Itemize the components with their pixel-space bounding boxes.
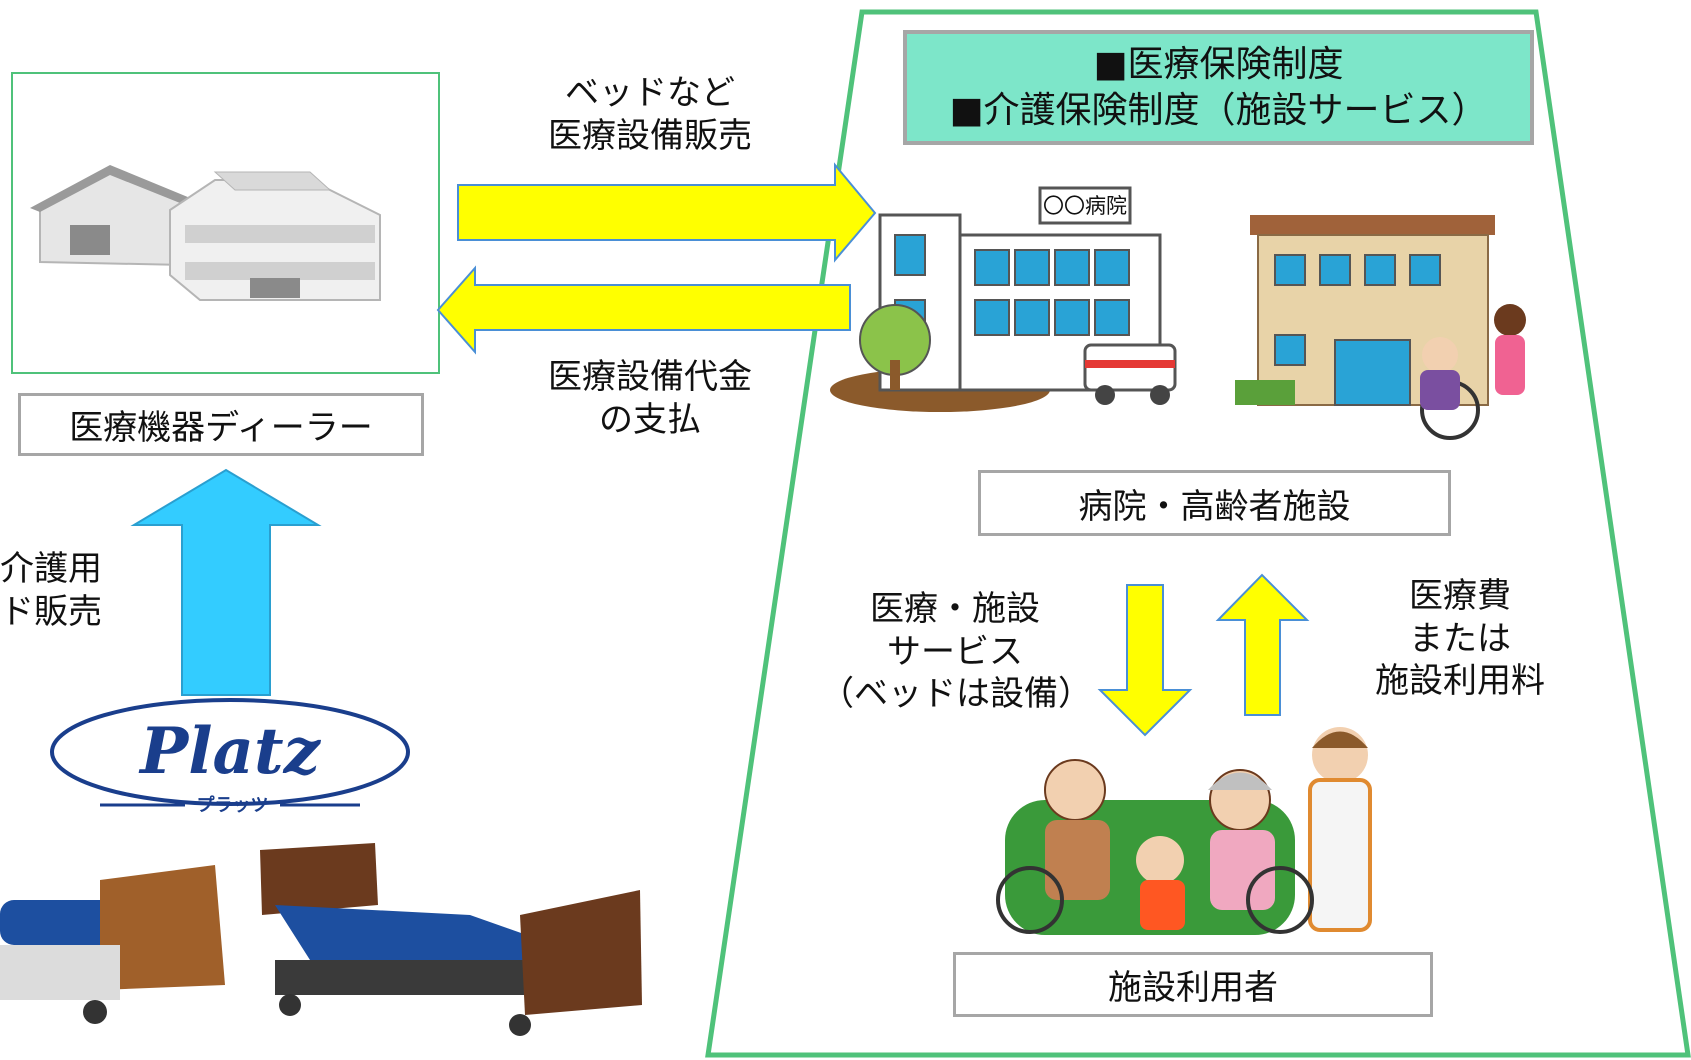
hospital-illustration bbox=[830, 186, 1177, 412]
users-illustration bbox=[996, 727, 1372, 935]
bed-illustration-left bbox=[0, 865, 225, 1024]
warehouse-illustration bbox=[30, 165, 381, 301]
dealer-label: 医療機器ディーラー bbox=[18, 393, 424, 456]
medical-insurance-label: ■医療保険制度 bbox=[1093, 43, 1344, 85]
payment-label: 医療設備代金 の支払 bbox=[548, 357, 752, 440]
platz-logo bbox=[50, 698, 410, 807]
insurance-system-box: ■医療保険制度 ■介護保険制度（施設サービス） bbox=[903, 30, 1534, 145]
hospital-sign: 〇〇病院 bbox=[1043, 194, 1127, 218]
care-insurance-label: ■介護保険制度（施設サービス） bbox=[949, 89, 1488, 131]
fee-label: 医療費 または 施設利用料 bbox=[1375, 576, 1545, 701]
arrow-services bbox=[1097, 584, 1193, 737]
care-facility-illustration bbox=[1235, 215, 1526, 440]
bed-illustration-right bbox=[260, 843, 642, 1036]
equipment-sale-label: ベッドなど 医療設備販売 bbox=[548, 73, 752, 156]
service-label: 医療・施設 サービス （ベッドは設備） bbox=[820, 589, 1092, 714]
arrow-platz-sales bbox=[130, 468, 322, 696]
arrow-equipment-sale bbox=[457, 162, 877, 263]
institution-label: 病院・高齢者施設 bbox=[978, 470, 1451, 536]
platz-logo-subtext: プラッツ bbox=[196, 795, 269, 816]
platz-logo-text: Platz bbox=[140, 714, 320, 789]
platz-sales-label: 介護用 ド販売 bbox=[0, 549, 102, 632]
arrow-payment bbox=[436, 265, 851, 355]
arrow-fees bbox=[1215, 573, 1310, 716]
users-label: 施設利用者 bbox=[953, 952, 1433, 1017]
